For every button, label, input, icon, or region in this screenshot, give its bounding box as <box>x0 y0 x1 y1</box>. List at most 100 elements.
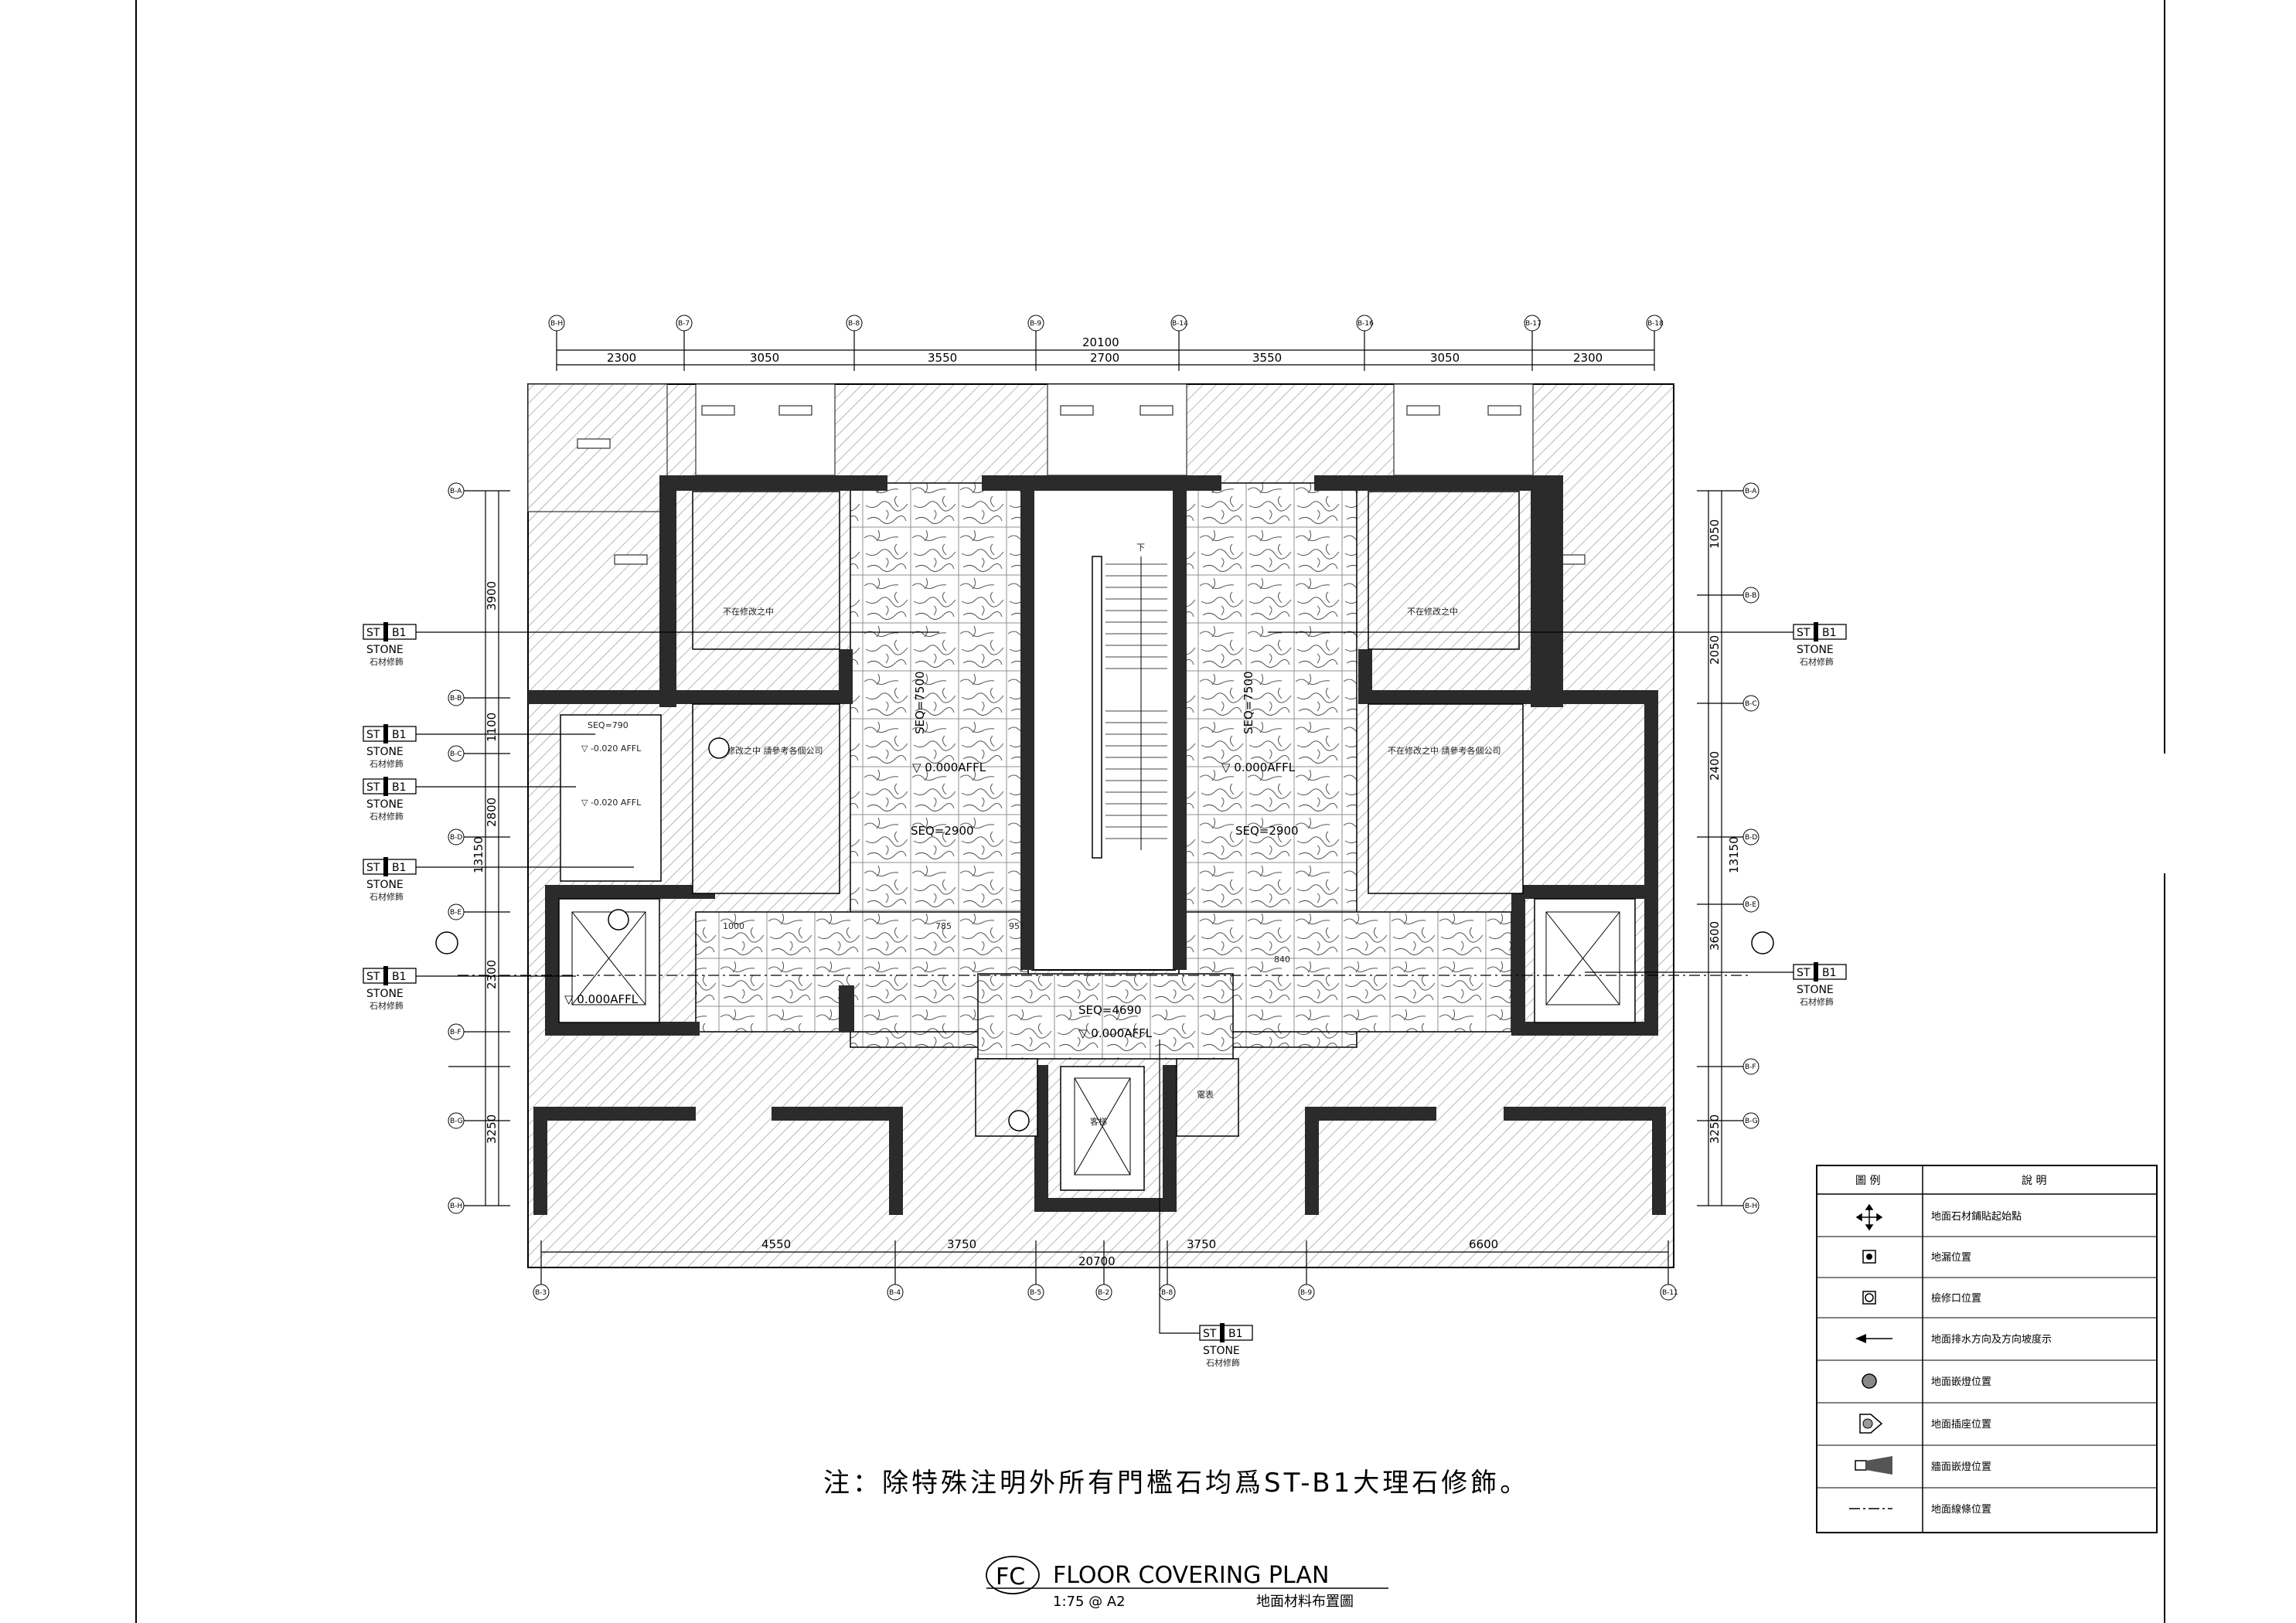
grid-bottom-4: B-2 <box>1098 1289 1109 1297</box>
slope-arrow-icon <box>1855 1334 1892 1343</box>
grid-bottom-6: B-9 <box>1300 1289 1312 1297</box>
walls <box>528 475 1666 1215</box>
round-light-icon <box>1862 1373 1877 1389</box>
grid-top-7: B-17 <box>1525 320 1541 328</box>
stone-tag-4-num: B1 <box>392 862 407 874</box>
tile-785: 785 <box>935 921 952 931</box>
move-arrows-icon <box>1855 1203 1883 1231</box>
dim-top-seg-7: 2300 <box>1573 351 1603 365</box>
stone-tag-5-code: ST <box>366 971 380 983</box>
grid-left-5: B-E <box>450 909 462 917</box>
stone-tag-1-label: STONE <box>366 644 404 656</box>
grid-right-8: B-H <box>1745 1203 1757 1210</box>
title-main: FLOOR COVERING PLAN <box>1053 1562 1329 1589</box>
stone-tag-6-label: STONE <box>1797 644 1834 656</box>
grid-bottom-1: B-3 <box>535 1289 547 1297</box>
dim-bottom-total: 20700 <box>1078 1254 1116 1268</box>
stone-tag-1-code: ST <box>366 627 380 639</box>
stair-well <box>1031 482 1176 971</box>
legend-header-desc: 說 明 <box>2022 1174 2046 1187</box>
title-scale: 1:75 @ A2 <box>1053 1594 1126 1610</box>
stone-tag-1: ST B1 STONE 石材修飾 <box>363 622 417 667</box>
legend-text-2: 地漏位置 <box>1931 1251 1971 1264</box>
lift-cars <box>571 911 1620 1176</box>
room-d-label: 不在修改之中 請參考各個公司 <box>1388 745 1501 756</box>
stone-tag-6-sub: 石材修飾 <box>1800 656 1834 667</box>
stone-tag-4-code: ST <box>366 862 380 874</box>
dim-top-seg-1: 2300 <box>607 351 636 365</box>
dim-bottom-seg-3: 3750 <box>1187 1237 1216 1251</box>
grid-top-4: B-9 <box>1030 320 1041 328</box>
stone-tag-4: ST B1 STONE 石材修飾 <box>363 857 417 902</box>
dim-right-seg-3: 2400 <box>1708 751 1722 781</box>
grid-top-1: B-H <box>550 320 563 328</box>
stone-tag-5-num: B1 <box>392 971 407 983</box>
dim-top-total: 20100 <box>1082 335 1119 349</box>
grid-bottom-7: B-11 <box>1662 1289 1678 1297</box>
stone-tag-2-code: ST <box>366 729 380 741</box>
legend-text-1: 地面石材鋪貼起始點 <box>1931 1210 2022 1223</box>
corridor-left-floor <box>695 911 1029 1033</box>
legend-header-icon: 圖 例 <box>1855 1175 1880 1187</box>
room-a-label: 不在修改之中 <box>723 606 774 617</box>
dim-top-seg-5: 3550 <box>1252 351 1282 365</box>
stair-rail <box>1092 556 1102 859</box>
stone-tag-1-num: B1 <box>392 627 407 639</box>
section-markers <box>435 737 1774 1131</box>
grid-bubbles-top <box>548 315 1663 332</box>
dim-left-seg-2: 1100 <box>485 713 499 742</box>
stone-tag-2-num: B1 <box>392 729 407 741</box>
lobby-left-seq-v: SEQ=7500 <box>913 671 927 734</box>
grid-top-3: B-8 <box>848 320 860 328</box>
dim-left-sub: 13150 <box>472 836 485 873</box>
wc-seq: SEQ=790 <box>588 720 629 730</box>
stone-tag-1-sub: 石材修飾 <box>370 656 404 667</box>
dim-right-seg-4: 3600 <box>1708 921 1722 951</box>
center-landing-floor <box>977 973 1234 1060</box>
grid-left-3: B-C <box>450 750 462 758</box>
stone-tag-5: ST B1 STONE 石材修飾 <box>363 966 417 1011</box>
dim-right-seg-1: 1050 <box>1708 519 1722 549</box>
legend-text-6: 地面插座位置 <box>1931 1419 1991 1431</box>
title-cn: 地面材料布置圖 <box>1256 1594 1354 1610</box>
dim-left <box>448 490 510 1206</box>
stone-tag-2-sub: 石材修飾 <box>370 758 404 769</box>
wc-level-2: ▽ -0.020 AFFL <box>581 798 642 808</box>
grid-top-2: B-7 <box>678 320 690 328</box>
legend-text-5: 地面嵌燈位置 <box>1931 1376 1991 1388</box>
grid-left-2: B-B <box>450 695 462 703</box>
center-level: ▽ 0.000AFFL <box>1078 1026 1153 1040</box>
grid-top-8: B-18 <box>1647 320 1664 328</box>
dim-top <box>556 325 1655 371</box>
stone-tag-3: ST B1 STONE 石材修飾 <box>363 777 417 822</box>
center-seq: SEQ=4690 <box>1078 1003 1142 1017</box>
tile-955: 955 <box>1009 921 1025 931</box>
stone-tag-8-num: B1 <box>1228 1328 1243 1340</box>
lift-room-label: 客梯 <box>1090 1116 1107 1127</box>
grid-left-8: B-H <box>450 1203 462 1210</box>
stone-tag-leaders <box>416 631 1794 1334</box>
dim-top-seg-3: 3550 <box>928 351 957 365</box>
grid-left-1: B-A <box>450 488 462 495</box>
floor-drain-round-icon <box>1862 1291 1876 1305</box>
stone-tag-2-label: STONE <box>366 746 404 758</box>
top-bays <box>527 383 1586 565</box>
dim-bottom-seg-1: 4550 <box>761 1237 791 1251</box>
grid-bubbles-right <box>1742 482 1759 1214</box>
stone-tag-7-num: B1 <box>1822 967 1837 979</box>
stone-tag-3-sub: 石材修飾 <box>370 811 404 822</box>
grid-left-6: B-F <box>450 1029 462 1036</box>
stone-tag-3-code: ST <box>366 781 380 794</box>
grid-right-7: B-G <box>1745 1118 1758 1125</box>
dim-top-seg-2: 3050 <box>750 351 779 365</box>
grid-bubbles-left <box>448 482 465 1214</box>
small-room-label: 電表 <box>1197 1089 1214 1100</box>
lobby-left-level: ▽ 0.000AFFL <box>912 760 986 774</box>
stone-tag-8-sub: 石材修飾 <box>1206 1357 1240 1368</box>
dim-top-seg-4: 2700 <box>1090 351 1119 365</box>
dim-top-seg-6: 3050 <box>1430 351 1460 365</box>
dim-left-seg-1: 3900 <box>485 581 499 611</box>
grid-bottom-2: B-4 <box>889 1289 901 1297</box>
stone-tag-8-label: STONE <box>1203 1345 1240 1357</box>
